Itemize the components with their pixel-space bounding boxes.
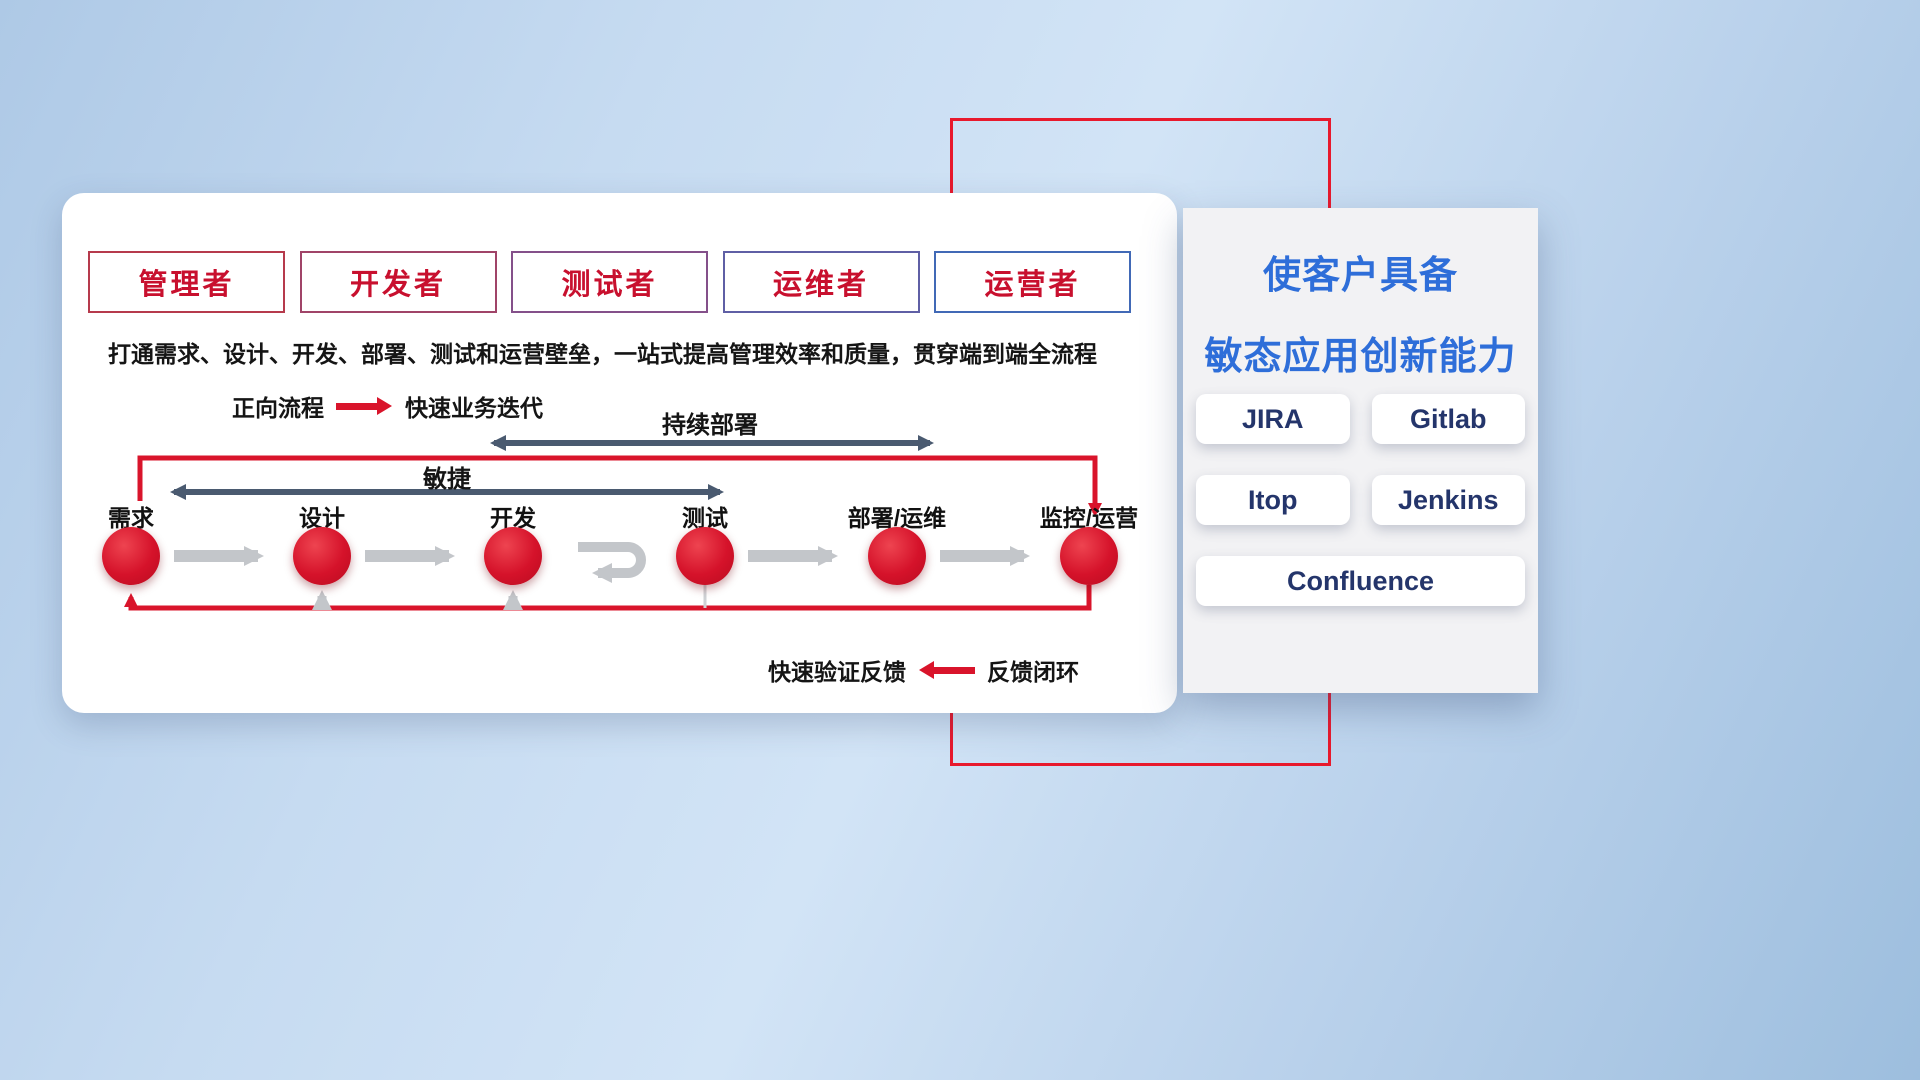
flow-diagram-svg [124, 435, 1102, 611]
stage-label-testing: 测试 [682, 505, 728, 531]
stage-node-design [293, 527, 351, 585]
legend-forward-value: 快速业务迭代 [405, 395, 543, 421]
stage-node-requirements [102, 527, 160, 585]
role-box-ops: 运维者 [722, 251, 920, 313]
forward-loop-line [137, 455, 1102, 517]
stage-label-design: 设计 [299, 505, 345, 531]
tool-jira: JIRA [1196, 394, 1350, 444]
continuous-deployment-label: 持续部署 [662, 412, 758, 439]
tool-itop: Itop [1196, 475, 1350, 525]
devops-flow-card: 管理者 开发者 测试者 运维者 运营者 打通需求、设计、开发、部署、测试和运营壁… [62, 193, 1177, 713]
forward-flow-arrow-icon [336, 396, 392, 415]
stage-label-deploy-ops: 部署/运维 [847, 505, 947, 531]
panel-title-line1: 使客户具备 [1262, 255, 1458, 297]
role-box-operator: 运营者 [934, 251, 1131, 313]
legend-feedback-label: 快速验证反馈 [768, 659, 906, 685]
stage-label-development: 开发 [490, 505, 536, 531]
legend-feedback: 快速验证反馈 反馈闭环 [768, 653, 1079, 687]
tool-list: JIRA Gitlab Itop Jenkins Confluence [1196, 394, 1525, 606]
stage-node-testing [676, 527, 734, 585]
tool-jenkins: Jenkins [1371, 475, 1525, 525]
dev-test-iteration-loop-icon [578, 542, 646, 583]
legend-feedback-value: 反馈闭环 [987, 659, 1079, 685]
tool-confluence: Confluence [1196, 556, 1525, 606]
tool-gitlab: Gitlab [1371, 394, 1525, 444]
stage-node-deploy-ops [868, 527, 926, 585]
role-box-developer: 开发者 [299, 251, 497, 313]
stage-label-requirements: 需求 [108, 505, 154, 531]
role-box-tester: 测试者 [511, 251, 708, 313]
agile-label: 敏捷 [423, 466, 471, 493]
feedback-loop-line [124, 585, 1092, 611]
feedback-arrow-icon [919, 660, 975, 679]
stage-node-development [484, 527, 542, 585]
legend-forward-label: 正向流程 [232, 395, 324, 421]
panel-title-line2: 敏态应用创新能力 [1204, 336, 1517, 378]
stage-node-monitor-operations [1060, 527, 1118, 585]
capability-panel: 使客户具备 敏态应用创新能力 JIRA Gitlab Itop Jenkins … [1183, 208, 1538, 693]
roles-row: 管理者 开发者 测试者 运维者 运营者 [88, 251, 1131, 313]
role-box-manager: 管理者 [88, 251, 285, 313]
legend-forward: 正向流程 快速业务迭代 [232, 389, 543, 423]
stage-label-monitor-operations: 监控/运营 [1039, 505, 1139, 531]
description-text: 打通需求、设计、开发、部署、测试和运营壁垒，一站式提高管理效率和质量，贯穿端到端… [108, 341, 1097, 367]
